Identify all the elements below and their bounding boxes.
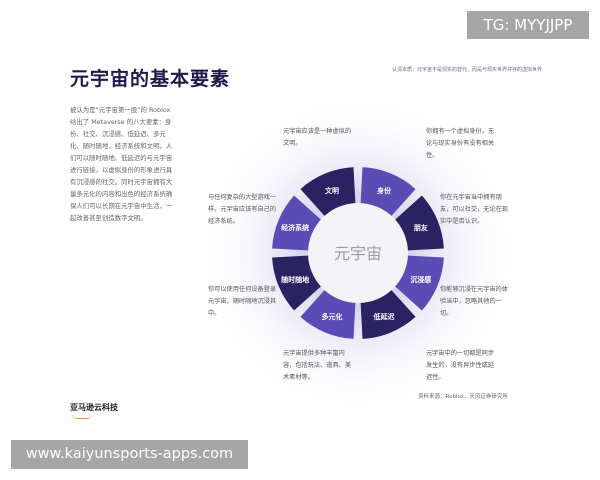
segment-caption: 你能够沉浸在元宇宙的体验当中，忽略其他的一切。 bbox=[440, 286, 509, 317]
segment-caption: 元宇宙应该是一种虚拟的文明。 bbox=[283, 128, 352, 147]
segment-label: 低延迟 bbox=[373, 312, 395, 321]
page-title: 元宇宙的基本要素 bbox=[70, 68, 231, 90]
segment-caption: 与任何复杂的大型游戏一样，元宇宙应该有自己的经济系统。 bbox=[208, 194, 277, 225]
segment-caption: 元宇宙中的一切都是同步发生的，没有异步性或延迟性。 bbox=[426, 350, 495, 381]
segment-caption: 你在元宇宙当中拥有朋友，可以社交，无论在现实中是否认识。 bbox=[440, 194, 509, 225]
subtitle: 认清本质：元宇宙不是现实的替代，而是与现实世界并存的虚拟世界 bbox=[392, 67, 543, 73]
source-note: 资料来源：Roblox，天风证券研究所 bbox=[418, 394, 508, 400]
segment-label: 多元化 bbox=[321, 312, 342, 321]
segment-label: 沉浸感 bbox=[410, 275, 431, 284]
segment-label: 随时随地 bbox=[281, 275, 309, 284]
center-cloud bbox=[308, 203, 408, 303]
segment-caption: 你拥有一个虚拟身份，无论与现实身份有没有相关性。 bbox=[426, 128, 495, 159]
segment-label: 朋友 bbox=[413, 223, 428, 232]
segment-label: 文明 bbox=[325, 186, 339, 195]
watermark-top: TG: MYYJJPP bbox=[467, 11, 589, 39]
intro-text: 被认为是“元宇宙第一股”的 Roblox 给出了 Metaverse 的八大要素… bbox=[70, 106, 173, 222]
company-logo: 亚马逊云科技 bbox=[70, 403, 118, 412]
segment-caption: 元宇宙提供多种丰富内容，包括玩法、道具、美术素材等。 bbox=[283, 350, 352, 381]
segment-caption: 你可以使用任何设备登录元宇宙，随时随地沉浸其中。 bbox=[208, 286, 277, 317]
watermark-bottom: www.kaiyunsports-apps.com bbox=[11, 440, 248, 469]
center-label: 元宇宙 bbox=[334, 244, 382, 263]
segment-label: 身份 bbox=[376, 186, 392, 195]
segment-label: 经济系统 bbox=[281, 223, 309, 232]
logo-smile-icon bbox=[72, 414, 92, 419]
